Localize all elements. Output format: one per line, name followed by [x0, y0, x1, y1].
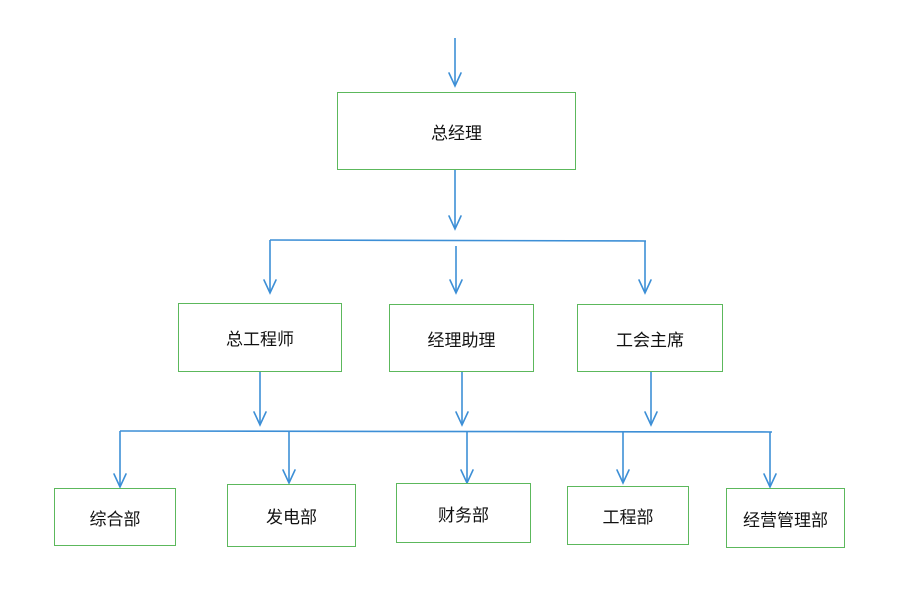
node-engineering-dept-label: 工程部: [602, 508, 654, 528]
gm-assistant-down-arrowhead: [455, 411, 469, 427]
level3-bus: [119, 430, 773, 433]
node-general-dept-label: 综合部: [89, 509, 141, 530]
node-gm-assistant: 经理助理: [389, 304, 534, 372]
chief-engineer-down-arrowhead: [253, 411, 267, 427]
node-general-dept: 综合部: [54, 488, 176, 546]
node-operations-dept-label: 经营管理部: [743, 510, 828, 531]
node-chief-engineer-label: 总工程师: [226, 330, 294, 350]
drop-operations-dept-arrowhead: [763, 473, 777, 489]
gm-down-arrowhead: [448, 215, 462, 231]
node-union-chair: 工会主席: [577, 304, 723, 372]
drop-gm-assistant-arrowhead: [449, 279, 463, 295]
drop-union-chair-arrowhead: [638, 279, 652, 295]
node-power-dept-label: 发电部: [266, 508, 317, 528]
node-gm-assistant-label: 经理助理: [427, 330, 496, 351]
node-union-chair-label: 工会主席: [616, 330, 684, 351]
drop-engineering-dept-arrowhead: [616, 469, 630, 485]
entry-arrowhead: [448, 72, 462, 88]
drop-general-dept-arrowhead: [113, 473, 127, 489]
level2-bus: [269, 239, 647, 242]
drop-chief-engineer-arrowhead: [263, 279, 277, 295]
node-chief-engineer: 总工程师: [178, 303, 342, 372]
node-finance-dept: 财务部: [396, 483, 531, 543]
node-engineering-dept: 工程部: [567, 486, 689, 545]
node-power-dept: 发电部: [227, 484, 356, 547]
node-operations-dept: 经营管理部: [726, 488, 845, 548]
union-chair-down-arrowhead: [644, 411, 658, 427]
node-finance-dept-label: 财务部: [438, 505, 489, 526]
node-general-manager-label: 总经理: [431, 123, 482, 144]
node-general-manager: 总经理: [337, 92, 576, 170]
drop-power-dept-arrowhead: [282, 469, 296, 485]
